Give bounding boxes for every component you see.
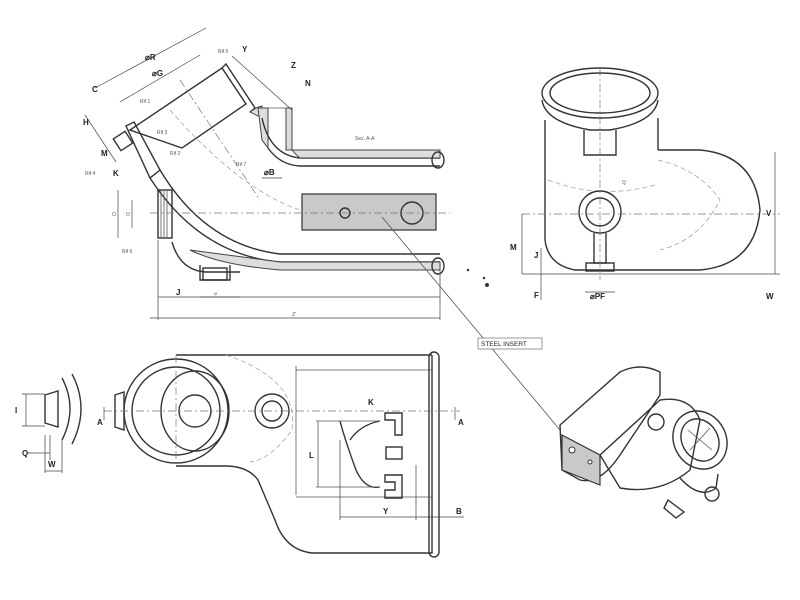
plan-view — [22, 351, 464, 558]
dim-m: M — [510, 243, 517, 252]
dim-z-overall: Z' — [292, 312, 296, 318]
ref-1: Rif 1 — [140, 99, 151, 105]
isometric-view — [559, 366, 728, 519]
dim-k: K — [368, 398, 374, 407]
ref-6: Rif 6 — [122, 249, 133, 255]
dim-b: ⌀B — [264, 168, 275, 177]
callout-box — [477, 337, 543, 350]
side-view — [521, 67, 780, 300]
dim-f: F — [534, 291, 539, 300]
section-title: Sez. A-A — [355, 136, 375, 142]
dim-r: ⌀R — [145, 53, 156, 62]
dim-y: Y — [383, 507, 389, 516]
steel-insert — [301, 193, 437, 231]
section-mark-a-left: A — [97, 418, 103, 427]
dim-m: M — [101, 149, 108, 158]
dim-l: L — [309, 451, 314, 460]
dim-g: ⌀G — [152, 69, 163, 78]
ref-7: Rif 7 — [236, 162, 247, 168]
ref-2: Rif 2 — [170, 151, 181, 157]
callout-leader — [381, 216, 561, 431]
dots — [466, 268, 489, 287]
steel-insert-label: STEEL INSERT — [481, 341, 527, 348]
dim-b: B — [456, 507, 462, 516]
dim-h: H — [83, 118, 89, 127]
dim-c: C — [92, 85, 98, 94]
dim-w: W — [766, 292, 774, 301]
side-view-labels: Q V M J F ⌀PF W — [510, 180, 774, 301]
ref-4: Rif 4 — [85, 171, 96, 177]
dim-w: W — [48, 460, 56, 469]
dim-n: N — [305, 79, 311, 88]
section-view — [84, 27, 450, 320]
dim-j: J — [176, 288, 180, 297]
section-mark-a-right: A — [458, 418, 464, 427]
dim-j: J — [534, 251, 538, 260]
ref-5: Rif 5 — [218, 49, 229, 55]
ref-3: Rif 3 — [157, 130, 168, 136]
dim-i: I — [15, 406, 17, 415]
dim-pf: ⌀PF — [590, 292, 605, 301]
dim-v: V — [766, 209, 772, 218]
dim-q: Q — [22, 449, 28, 458]
dim-z: Z — [291, 61, 296, 70]
dim-y: Y — [242, 45, 248, 54]
dim-k: K — [113, 169, 119, 178]
dim-o1: O — [112, 212, 116, 218]
dim-d: ⌀ — [214, 291, 217, 297]
dim-o2: O — [126, 212, 130, 218]
plan-view-labels: I Q W A A K L Y B — [15, 398, 464, 516]
section-view-labels: Sez. A-A ⌀R ⌀G C H M K Y Z N ⌀B J ⌀ Z' O… — [83, 45, 375, 318]
dim-q: Q — [622, 180, 626, 186]
